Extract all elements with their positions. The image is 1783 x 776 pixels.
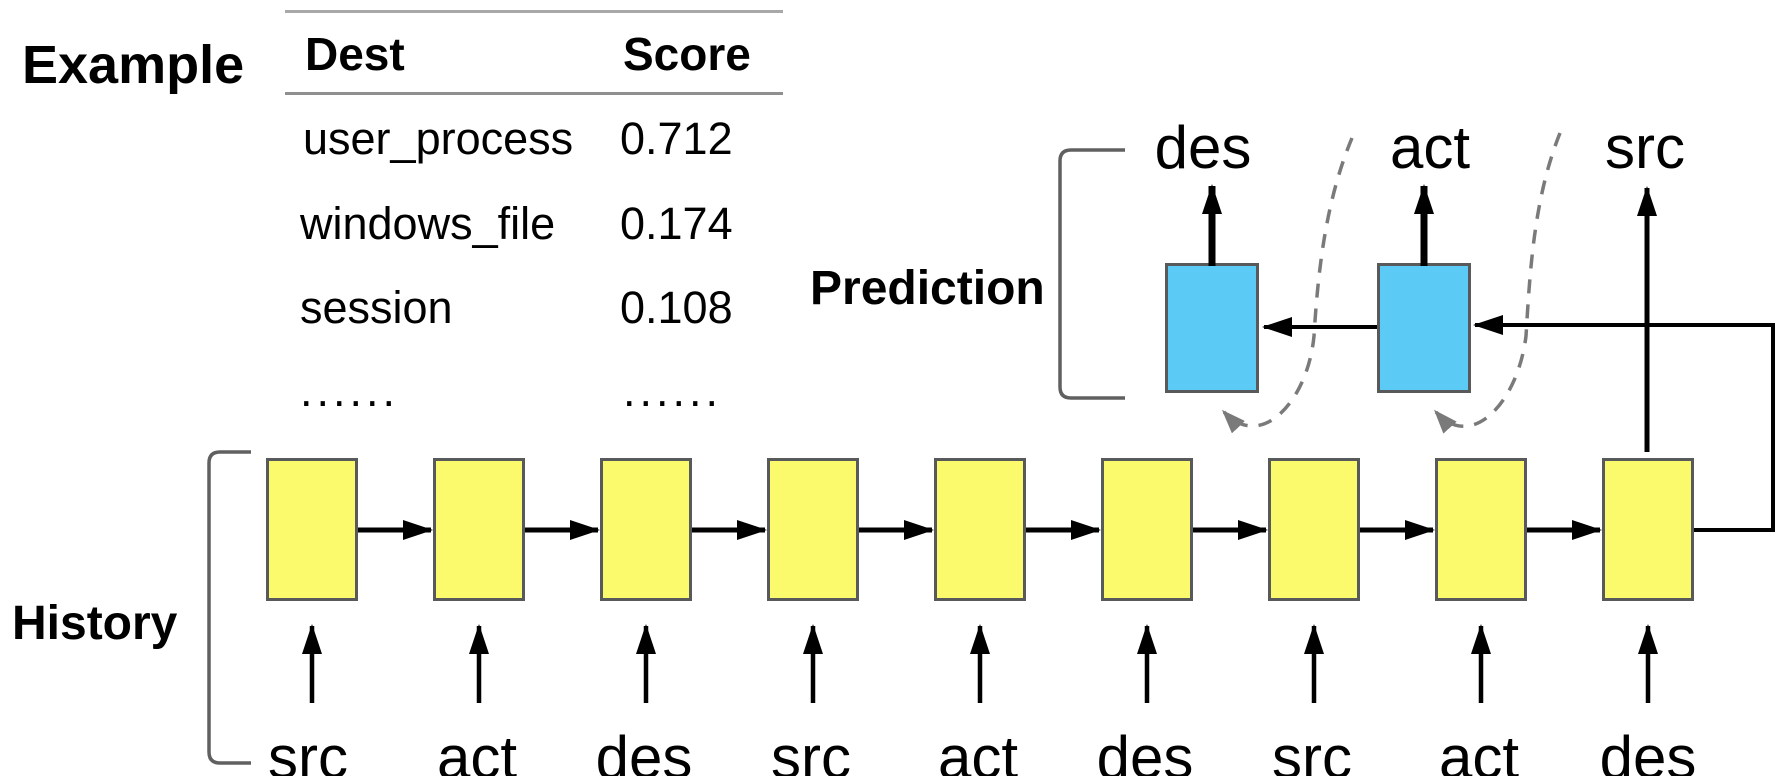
prediction-label: Prediction xyxy=(810,262,1045,315)
table-cell: 0.174 xyxy=(620,198,733,249)
table-cell-ellipsis: ...... xyxy=(300,365,400,416)
history-cell xyxy=(433,458,525,601)
history-cell xyxy=(934,458,1026,601)
history-input-label: src xyxy=(268,724,348,776)
prediction-output-label: des xyxy=(1154,114,1252,181)
table-cell: session xyxy=(300,282,453,333)
table-header-rule xyxy=(285,92,783,95)
history-input-label: act xyxy=(1438,724,1520,776)
table-cell: 0.108 xyxy=(620,282,733,333)
prediction-output-label: act xyxy=(1389,114,1471,181)
history-cell xyxy=(1101,458,1193,601)
table-cell-ellipsis: ...... xyxy=(623,365,723,416)
history-cell xyxy=(1268,458,1360,601)
table-header-score: Score xyxy=(623,28,751,80)
history-input-label: act xyxy=(937,724,1019,776)
prediction-cell xyxy=(1165,263,1259,393)
history-input-label: src xyxy=(1272,724,1352,776)
history-input-label: des xyxy=(1096,724,1194,776)
table-cell: user_process xyxy=(303,113,574,164)
history-input-label: des xyxy=(1599,724,1697,776)
example-label: Example xyxy=(22,35,245,95)
history-input-label: act xyxy=(436,724,518,776)
prediction-output-label: src xyxy=(1605,114,1685,181)
history-bracket xyxy=(207,450,251,765)
table-top-rule xyxy=(285,10,783,13)
history-cell xyxy=(600,458,692,601)
table-cell: 0.712 xyxy=(620,113,733,164)
prediction-cell xyxy=(1377,263,1471,393)
history-cell xyxy=(1602,458,1694,601)
history-cell xyxy=(1435,458,1527,601)
history-label: History xyxy=(12,597,178,650)
history-input-label: des xyxy=(595,724,693,776)
history-cell xyxy=(266,458,358,601)
prediction-bracket xyxy=(1058,148,1125,400)
table-header-dest: Dest xyxy=(305,28,405,80)
table-cell: windows_file xyxy=(300,198,556,249)
history-cell xyxy=(767,458,859,601)
history-input-label: src xyxy=(771,724,851,776)
